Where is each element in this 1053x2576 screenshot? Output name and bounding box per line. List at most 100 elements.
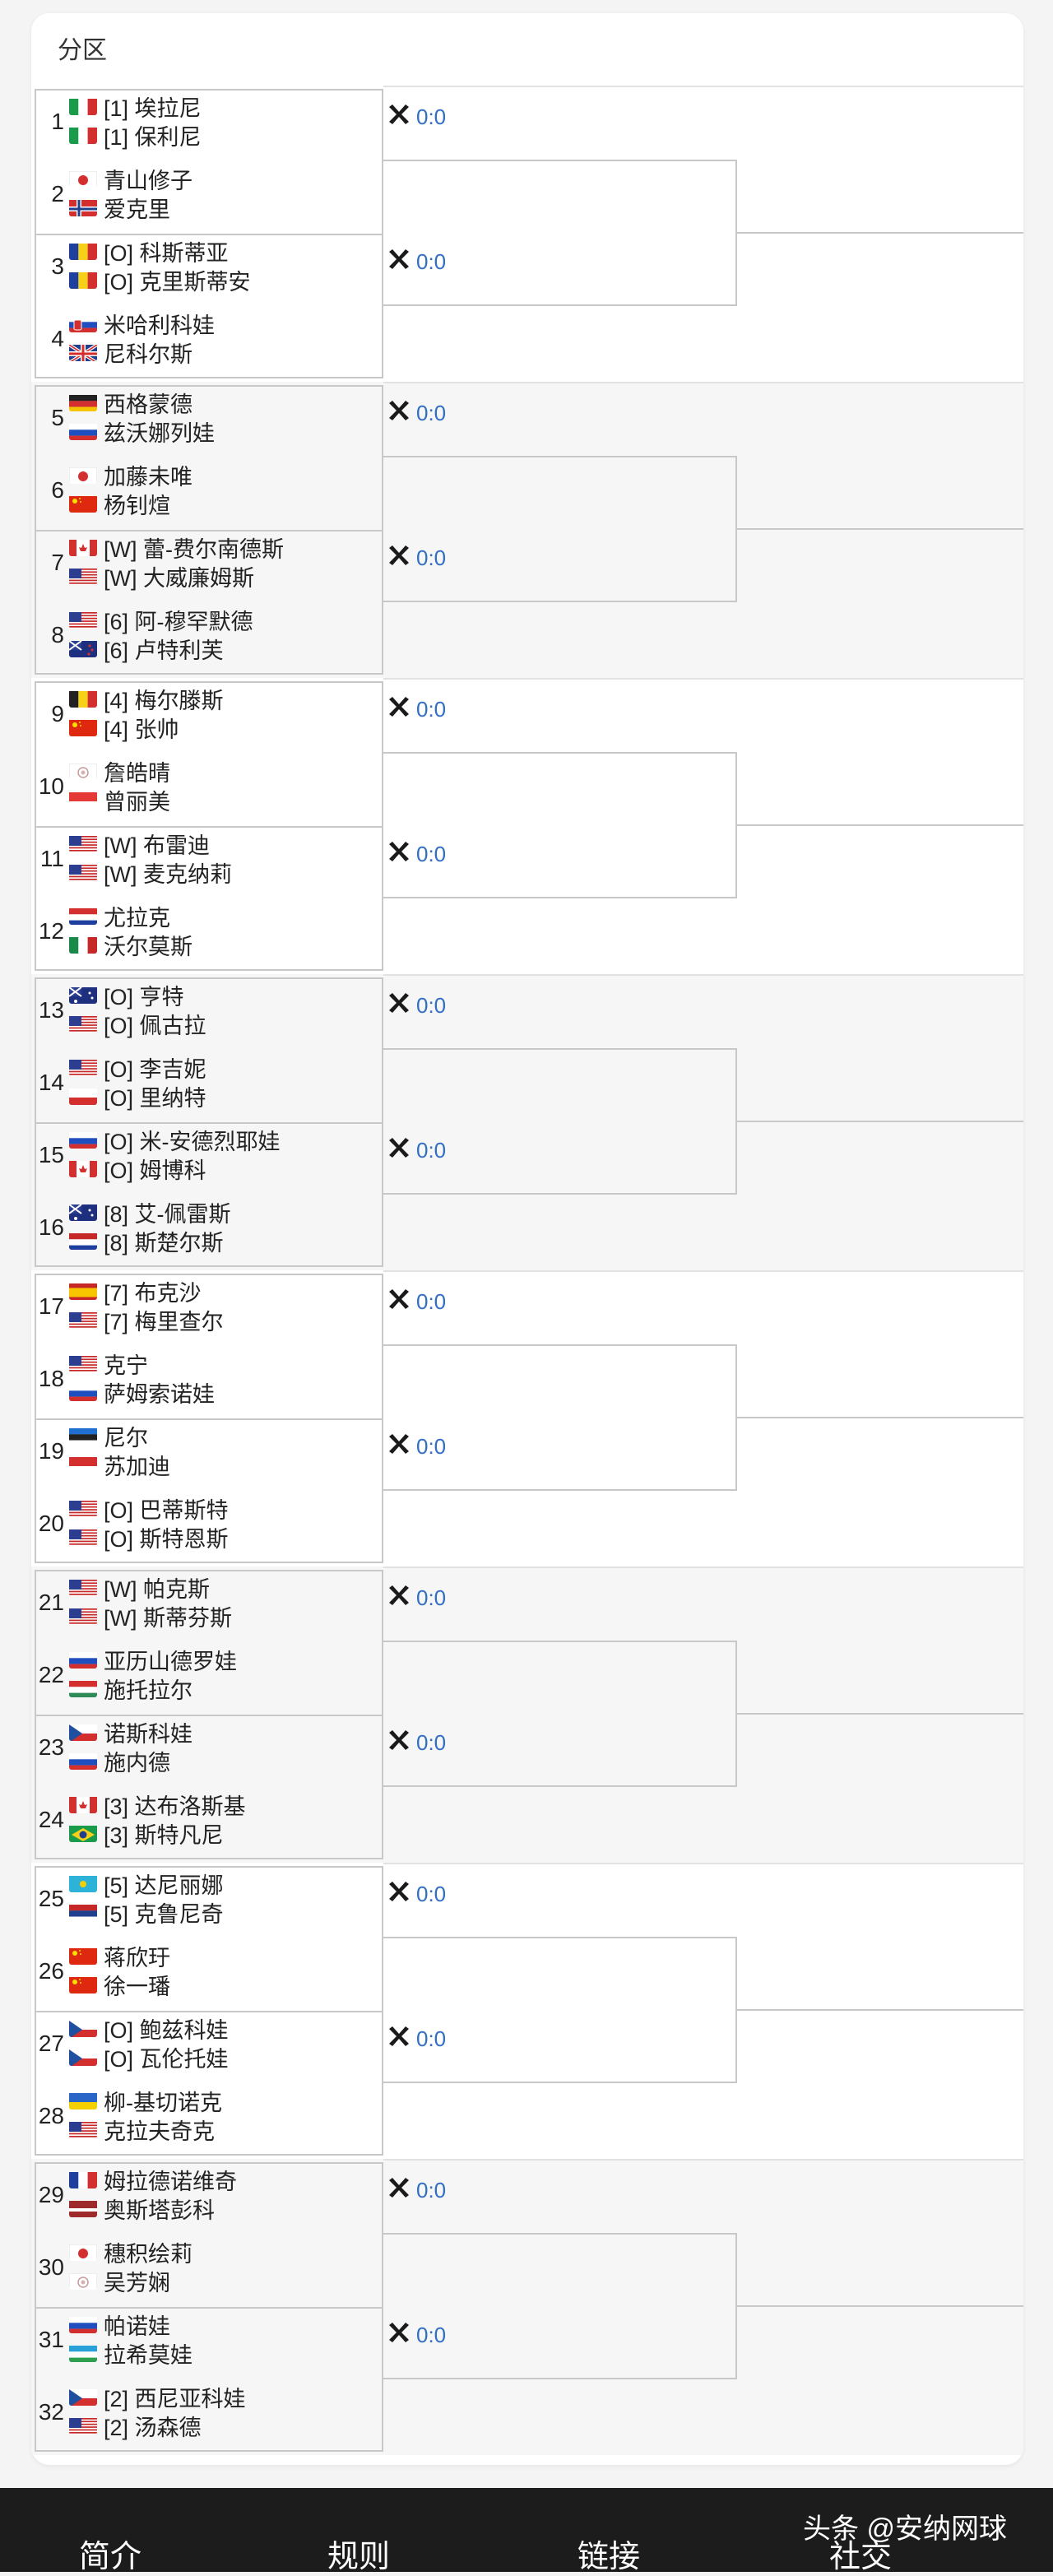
match-score[interactable]: 0:0 [387, 694, 446, 725]
player-name: [W] 布雷迪 [104, 833, 210, 858]
draw-entry[interactable]: 20[O] 巴蒂斯特[O] 斯特恩斯 [36, 1492, 385, 1565]
match-score[interactable]: 0:0 [387, 543, 446, 573]
draw-entry[interactable]: 16[8] 艾-佩雷斯[8] 斯楚尔斯 [36, 1196, 385, 1269]
player-row: 拉希莫娃 [69, 2339, 193, 2368]
match-score[interactable]: 0:0 [387, 1135, 446, 1166]
match-score[interactable]: 0:0 [387, 1728, 446, 1758]
match-score[interactable]: 0:0 [387, 1583, 446, 1613]
draw-position: 10 [38, 773, 64, 799]
draw-entry[interactable]: 3[O] 科斯蒂亚[O] 克里斯蒂安 [36, 235, 385, 308]
match-score[interactable]: 0:0 [387, 839, 446, 870]
player-name: [W] 蕾-费尔南德斯 [104, 536, 284, 562]
draw-entry[interactable]: 9[4] 梅尔滕斯[4] 张帅 [36, 683, 385, 755]
match-score[interactable]: 0:0 [387, 1432, 446, 1462]
match-score[interactable]: 0:0 [387, 1879, 446, 1910]
player-name: [O] 巴蒂斯特 [104, 1497, 229, 1523]
draw-entry[interactable]: 25[5] 达尼丽娜[5] 克鲁尼奇 [36, 1868, 385, 1940]
match-score[interactable]: 0:0 [387, 1287, 446, 1317]
draw-entry[interactable]: 1[1] 埃拉尼[1] 保利尼 [36, 91, 385, 163]
draw-entry[interactable]: 32[2] 西尼亚科娃[2] 汤森德 [36, 2381, 385, 2453]
player-row: [4] 张帅 [69, 713, 179, 742]
tennis-icon [387, 991, 411, 1021]
flag-icon [69, 834, 97, 852]
match-score[interactable]: 0:0 [387, 991, 446, 1021]
match-score[interactable]: 0:0 [387, 398, 446, 429]
nav-social[interactable]: 社交 [829, 2540, 893, 2574]
score-value: 0:0 [416, 401, 447, 425]
score-value: 0:0 [416, 545, 447, 570]
draw-entry[interactable]: 13[O] 亨特[O] 佩古拉 [36, 979, 385, 1051]
player-name: 奥斯塔彭科 [104, 2198, 215, 2223]
score-value: 0:0 [416, 842, 447, 866]
player-name: [W] 帕克斯 [104, 1576, 210, 1602]
player-name: 诺斯科娃 [104, 1721, 193, 1747]
match-score[interactable]: 0:0 [387, 2024, 446, 2054]
flag-icon [69, 1282, 97, 1300]
match-score[interactable]: 0:0 [387, 247, 446, 277]
flag-icon [69, 567, 97, 585]
player-name: 姆拉德诺维奇 [104, 2169, 237, 2194]
draw-position: 14 [38, 1070, 64, 1095]
player-row: [O] 里纳特 [69, 1082, 206, 1111]
draw-entry[interactable]: 27[O] 鲍兹科娃[O] 瓦伦托娃 [36, 2012, 385, 2085]
flag-icon [69, 494, 97, 513]
player-name: [7] 布克沙 [104, 1280, 202, 1306]
flag-icon [69, 610, 97, 629]
draw-entry[interactable]: 8[6] 阿-穆罕默德[6] 卢特利芙 [36, 604, 385, 676]
player-name: [2] 汤森德 [104, 2415, 202, 2440]
draw-entry[interactable]: 24[3] 达布洛斯基[3] 斯特凡尼 [36, 1789, 385, 1861]
player-name: 施托拉尔 [104, 1678, 193, 1703]
nav-rules[interactable]: 规则 [327, 2540, 391, 2574]
draw-entry[interactable]: 15[O] 米-安德烈耶娃[O] 姆博科 [36, 1124, 385, 1196]
match-score[interactable]: 0:0 [387, 2175, 446, 2206]
player-row: 米哈利科娃 [69, 309, 215, 338]
player-row: [W] 帕克斯 [69, 1573, 210, 1602]
draw-entry[interactable]: 17[7] 布克沙[7] 梅里查尔 [36, 1275, 385, 1348]
player-row: 尼尔 [69, 1422, 148, 1450]
draw-position: 9 [51, 701, 64, 726]
draw-entry[interactable]: 7[W] 蕾-费尔南德斯[W] 大威廉姆斯 [36, 531, 385, 604]
nav-intro[interactable]: 简介 [79, 2540, 142, 2574]
score-value: 0:0 [416, 1730, 447, 1755]
match-score[interactable]: 0:0 [387, 2320, 446, 2351]
draw-position: 18 [38, 1366, 64, 1391]
match-separator [36, 234, 382, 235]
tennis-icon [387, 1728, 411, 1758]
bracket-line [737, 2305, 1023, 2307]
player-name: [O] 里纳特 [104, 1085, 206, 1111]
player-row: [1] 保利尼 [69, 121, 202, 150]
draw-entry[interactable]: 11[W] 布雷迪[W] 麦克纳莉 [36, 828, 385, 900]
nav-links[interactable]: 链接 [578, 2540, 641, 2574]
bracket-connector [383, 2233, 737, 2379]
player-name: 沃尔莫斯 [104, 934, 193, 959]
draw-position: 20 [38, 1511, 64, 1536]
draw-entry[interactable]: 14[O] 李吉妮[O] 里纳特 [36, 1051, 385, 1124]
player-row: 穗积绘莉 [69, 2238, 193, 2267]
player-row: [3] 达布洛斯基 [69, 1790, 246, 1819]
draw-entry[interactable]: 21[W] 帕克斯[W] 斯蒂芬斯 [36, 1571, 385, 1644]
flag-icon [69, 1014, 97, 1033]
player-name: [O] 瓦伦托娃 [104, 2046, 229, 2072]
match-score[interactable]: 0:0 [387, 102, 446, 132]
flag-icon [69, 242, 97, 260]
player-name: [W] 麦克纳莉 [104, 861, 232, 887]
player-name: 吴芳娴 [104, 2270, 170, 2295]
draw-position: 28 [38, 2103, 64, 2128]
flag-icon [69, 2019, 97, 2037]
